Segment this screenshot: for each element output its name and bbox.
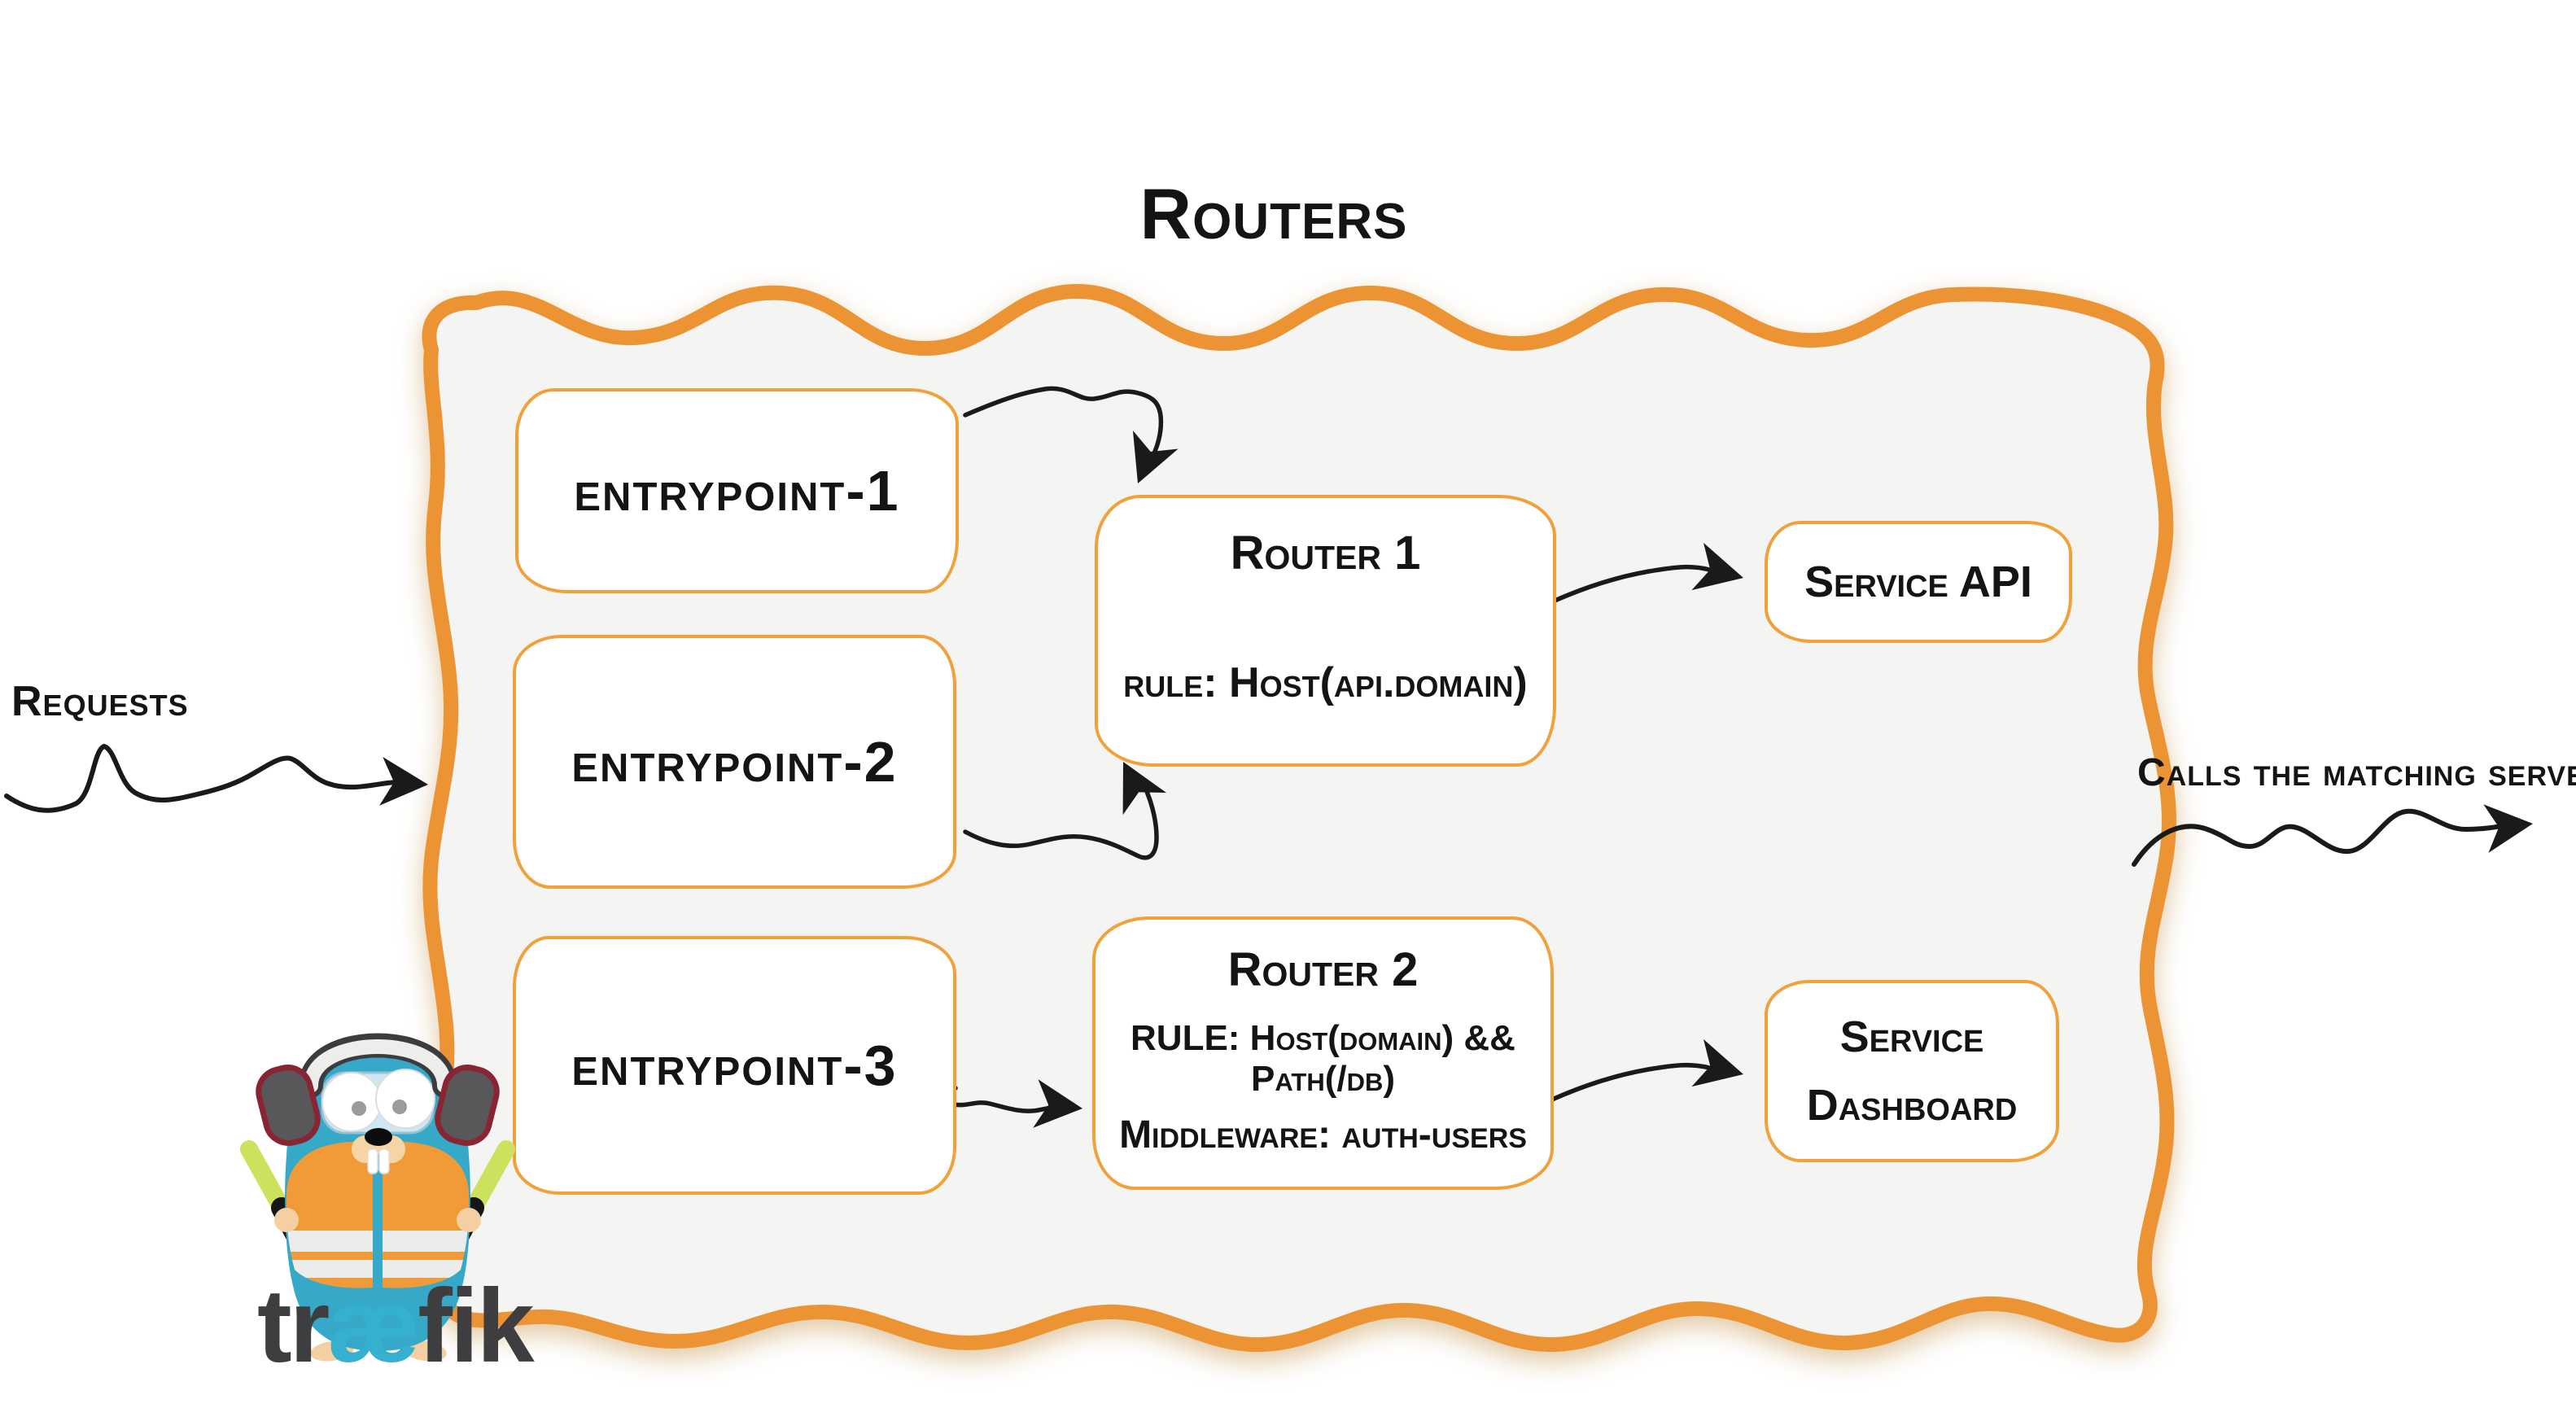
router-1-node: Router 1 rule: Host(api.domain) [1095, 495, 1556, 767]
gopher-pupil [392, 1100, 407, 1114]
gopher-hand [274, 1208, 299, 1232]
service-api-label: Service API [1804, 558, 2032, 606]
router-1-rule: rule: Host(api.domain) [1123, 659, 1528, 706]
gopher-pupil [352, 1101, 366, 1116]
entrypoint-1-node: entrypoint-1 [515, 388, 959, 593]
entrypoint-2-node: entrypoint-2 [513, 635, 956, 889]
arrow-entrypoint1-to-router1 [963, 386, 1179, 493]
logo-text-ligature: æ [327, 1268, 420, 1384]
calls-arrow [2132, 799, 2536, 867]
gopher-tooth [367, 1148, 378, 1174]
requests-arrow [4, 743, 431, 813]
entrypoint-3-node: entrypoint-3 [513, 936, 956, 1195]
traefik-gopher [240, 1033, 515, 1362]
gopher-tooth [378, 1148, 390, 1174]
entrypoint-3-label: entrypoint-3 [571, 1034, 898, 1097]
logo-text-prefix: tr [257, 1268, 330, 1384]
router-2-rule: RULE: Host(domain) && Path(/db) [1131, 1018, 1515, 1099]
gopher-foot [403, 1340, 447, 1362]
arrow-router2-to-service-dashboard [1550, 1039, 1750, 1102]
requests-label: Requests [11, 678, 189, 725]
headphones-icon [256, 1033, 500, 1146]
service-api-node: Service API [1765, 521, 2072, 643]
service-dashboard-label-line2: Dashboard [1806, 1081, 2018, 1130]
router-1-title: Router 1 [1230, 527, 1421, 579]
logo-text-suffix: fik [418, 1268, 534, 1384]
gopher-hand [457, 1208, 481, 1232]
page-title: Routers [1139, 173, 1408, 254]
arrow-router1-to-service-api [1550, 542, 1750, 604]
service-dashboard-label-line1: Service [1839, 1012, 1984, 1061]
traefik-logo-wordmark: træfik [257, 1266, 535, 1386]
arrow-entrypoint2-to-router1 [963, 750, 1167, 860]
service-dashboard-node: Service Dashboard [1765, 980, 2059, 1162]
gopher-eye [375, 1069, 435, 1129]
gopher-nose [365, 1128, 392, 1146]
router-2-title: Router 2 [1227, 943, 1419, 996]
entrypoint-1-label: entrypoint-1 [574, 459, 900, 523]
gopher-eye [321, 1072, 382, 1132]
router-2-node: Router 2 RULE: Host(domain) && Path(/db)… [1092, 916, 1554, 1190]
router-2-middleware: Middleware: auth-users [1119, 1113, 1527, 1157]
calls-label: Calls the matching server [2137, 751, 2576, 794]
entrypoint-2-label: entrypoint-2 [571, 730, 898, 794]
